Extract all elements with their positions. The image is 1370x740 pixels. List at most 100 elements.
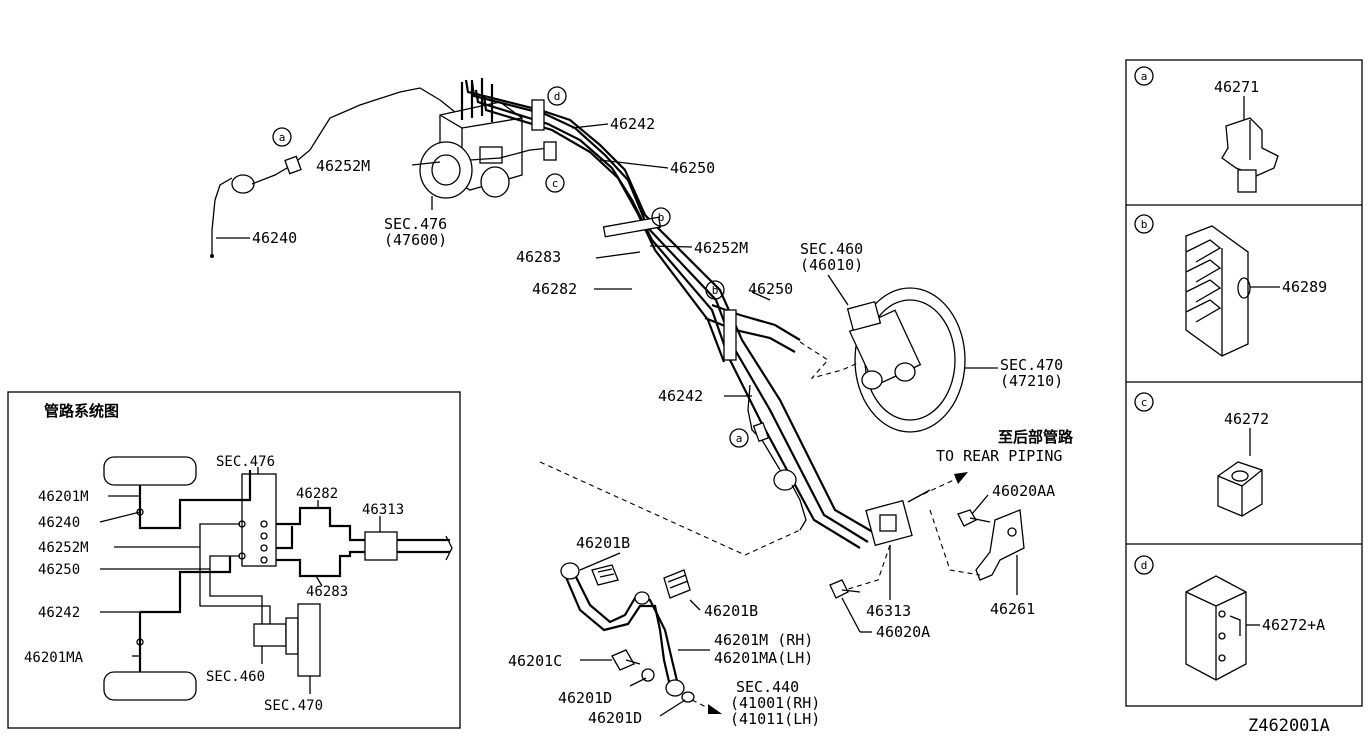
label-sec440-rh: (41001(RH) <box>730 694 820 712</box>
label-46020AA: 46020AA <box>992 482 1055 500</box>
clip-46201B-a <box>591 564 619 586</box>
leader-lines <box>216 123 1018 717</box>
front-brake-hose-line <box>747 384 807 531</box>
clip-46201B-b <box>663 569 691 599</box>
connector-46313 <box>844 489 931 591</box>
callout-d1: d <box>547 86 567 106</box>
side-panel-b: b 46289 <box>1134 214 1327 357</box>
label-sec440-lh: (41011(LH) <box>730 710 820 728</box>
label-46252M-mid: 46252M <box>694 239 748 257</box>
clip-b-lower <box>723 309 737 361</box>
inset-label-46282: 46282 <box>296 486 338 502</box>
bolt-46020A <box>829 579 861 599</box>
svg-text:a: a <box>736 432 743 445</box>
label-46282: 46282 <box>532 280 577 298</box>
label-46250-top: 46250 <box>670 159 715 177</box>
label-sec476-sub: (47600) <box>384 231 447 249</box>
inset-frame <box>7 391 461 729</box>
label-46201D-a: 46201D <box>558 689 612 707</box>
label-sec470: SEC.470 <box>1000 356 1063 374</box>
label-46261: 46261 <box>990 600 1035 618</box>
inset-label-sec470: SEC.470 <box>264 698 323 714</box>
side-panels-frame <box>1125 59 1363 707</box>
bracket-46261 <box>929 509 1025 581</box>
inset-label-46250: 46250 <box>38 562 80 578</box>
dashed-reference-line <box>539 461 801 556</box>
inset-label-46242: 46242 <box>38 605 80 621</box>
inset-master-cylinder <box>253 623 287 647</box>
label-46201B-a: 46201B <box>576 534 630 552</box>
svg-text:b: b <box>712 284 719 297</box>
label-46283: 46283 <box>516 248 561 266</box>
inset-label-46201M: 46201M <box>38 489 89 505</box>
svg-text:a: a <box>279 131 286 144</box>
label-46201B-b: 46201B <box>704 602 758 620</box>
side-panel-d: d 46272+A <box>1134 555 1325 681</box>
callout-a2: a <box>729 428 749 448</box>
label-46250-mid: 46250 <box>748 280 793 298</box>
clip-46289-drawing <box>1185 225 1251 357</box>
panel-a-letter: a <box>1141 70 1148 83</box>
label-46242-mid: 46242 <box>658 387 703 405</box>
label-46242-top: 46242 <box>610 115 655 133</box>
drawing-code: Z462001A <box>1248 716 1330 736</box>
clip-46272-drawing <box>1217 461 1263 517</box>
to-rear-arrow <box>914 472 968 499</box>
callout-c1: c <box>545 173 565 193</box>
panel-d-part-number: 46272+A <box>1262 616 1325 634</box>
inset-label-46240: 46240 <box>38 515 80 531</box>
label-to-rear-cn: 至后部管路 <box>998 428 1074 446</box>
inset-connector-46313 <box>364 531 398 561</box>
label-46313: 46313 <box>866 602 911 620</box>
panel-c-part-number: 46272 <box>1224 410 1269 428</box>
panel-b-letter: b <box>1141 218 1148 231</box>
abs-actuator-unit <box>419 78 523 199</box>
label-46252M-left: 46252M <box>316 157 370 175</box>
panel-a-part-number: 46271 <box>1214 78 1259 96</box>
front-brake-hose <box>560 562 722 714</box>
inset-label-46252M: 46252M <box>38 540 89 556</box>
svg-text:c: c <box>552 177 559 190</box>
inset-label-46283: 46283 <box>306 584 348 600</box>
side-panel-c: c 46272 <box>1134 392 1269 517</box>
callout-b2: b <box>705 280 725 300</box>
inset-abs-block <box>241 473 277 567</box>
inset-label-46313: 46313 <box>362 502 404 518</box>
clip-46272A-drawing <box>1185 575 1247 681</box>
master-cylinder-booster <box>799 287 966 433</box>
svg-text:d: d <box>554 90 561 103</box>
clip-46271-drawing <box>1221 117 1279 193</box>
brake-line-46240 <box>210 87 557 258</box>
label-46240: 46240 <box>252 229 297 247</box>
inset-booster <box>297 603 321 677</box>
label-sec460-sub: (46010) <box>800 256 863 274</box>
callout-a1: a <box>272 127 292 147</box>
inset-label-46201MA: 46201MA <box>24 650 84 666</box>
inset-wheel-rear <box>103 671 197 701</box>
label-46201MA: 46201MA(LH) <box>714 649 813 667</box>
side-panel-a: a 46271 <box>1134 66 1279 193</box>
label-sec470-sub: (47210) <box>1000 372 1063 390</box>
label-to-rear-en: TO REAR PIPING <box>936 447 1062 465</box>
inset-label-sec476: SEC.476 <box>216 454 275 470</box>
label-sec440: SEC.440 <box>736 678 799 696</box>
panel-b-part-number: 46289 <box>1282 278 1327 296</box>
inset-title: 管路系统图 <box>44 402 119 420</box>
label-46201M: 46201M (RH) <box>714 631 813 649</box>
bolt-46020AA <box>957 509 991 527</box>
svg-text:b: b <box>658 211 665 224</box>
label-46201D-b: 46201D <box>588 709 642 727</box>
inset-piping-system: 管路系统图 <box>7 391 461 729</box>
main-diagram: a d c b b a 46242 46250 46252M SEC.476 (… <box>210 78 1074 728</box>
panel-c-letter: c <box>1141 396 1148 409</box>
panel-d-letter: d <box>1141 559 1148 572</box>
callout-b1: b <box>651 207 671 227</box>
label-sec460: SEC.460 <box>800 240 863 258</box>
label-46201C: 46201C <box>508 652 562 670</box>
inset-wheel-front <box>103 456 197 486</box>
clip-b-upper <box>602 216 662 238</box>
label-46020A: 46020A <box>876 623 930 641</box>
label-sec476: SEC.476 <box>384 215 447 233</box>
